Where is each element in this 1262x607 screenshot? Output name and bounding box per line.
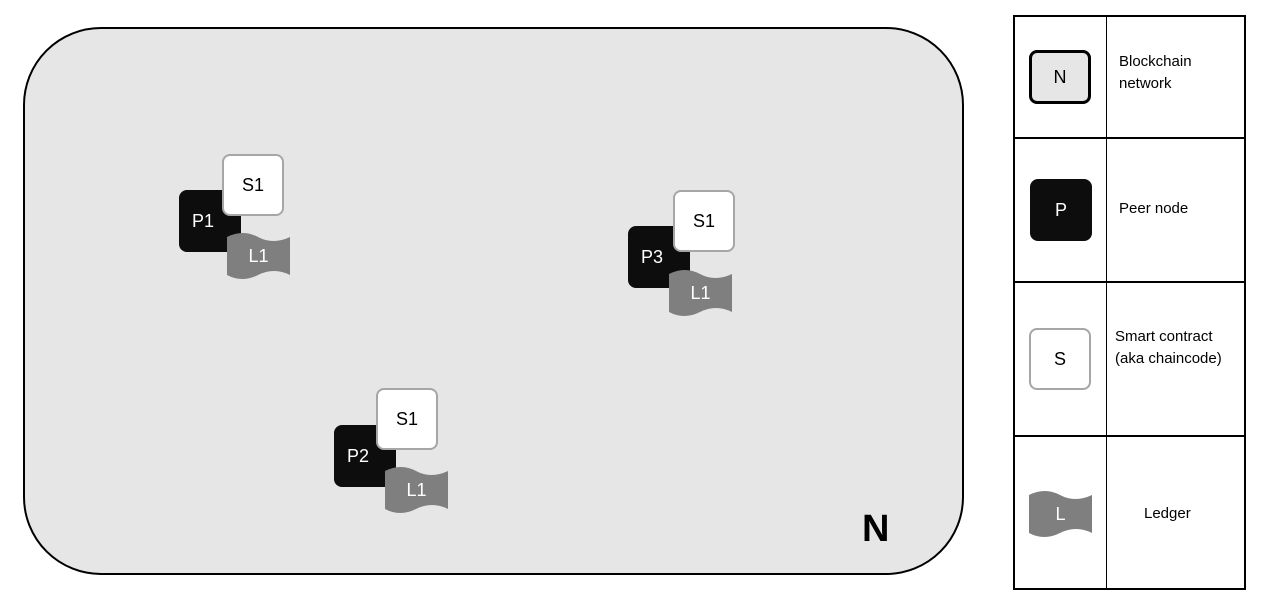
blockchain-network (23, 27, 964, 575)
legend-contract-symbol: S (1029, 328, 1091, 390)
smart-contract-s1-p3: S1 (673, 190, 735, 252)
ledger-icon (669, 270, 732, 316)
legend: N Blockchain network P Peer node S Smart… (1013, 15, 1246, 590)
legend-network-text: Blockchain network (1119, 51, 1192, 95)
smart-contract-s1-p2: S1 (376, 388, 438, 450)
legend-network-text-line2: network (1119, 75, 1172, 92)
legend-peer-text: Peer node (1119, 200, 1189, 217)
ledger-label: L1 (690, 282, 711, 303)
ledger-icon (385, 467, 448, 513)
legend-contract-text-line2: (aka chaincode) (1115, 350, 1222, 367)
legend-ledger-symbol: L (1029, 487, 1092, 541)
legend-contract-text: Smart contract (aka chaincode) (1115, 326, 1222, 370)
legend-row-divider (1015, 137, 1244, 139)
ledger-icon (227, 233, 290, 279)
smart-contract-s1-p1: S1 (222, 154, 284, 216)
legend-ledger-symbol-label: L (1055, 503, 1066, 524)
legend-row-divider (1015, 281, 1244, 283)
legend-column-divider (1106, 17, 1107, 588)
ledger-label: L1 (248, 245, 269, 266)
legend-contract-text-line1: Smart contract (1115, 328, 1213, 345)
legend-ledger-text: Ledger (1144, 505, 1191, 522)
ledger-l1-p3: L1 (669, 266, 732, 320)
legend-peer-symbol: P (1030, 179, 1092, 241)
legend-network-symbol: N (1029, 50, 1091, 104)
legend-row-divider (1015, 435, 1244, 437)
ledger-l1-p1: L1 (227, 229, 290, 283)
ledger-label: L1 (406, 479, 427, 500)
legend-network-text-line1: Blockchain (1119, 53, 1192, 70)
network-label: N (862, 508, 890, 550)
ledger-icon (1029, 491, 1092, 537)
ledger-l1-p2: L1 (385, 463, 448, 517)
